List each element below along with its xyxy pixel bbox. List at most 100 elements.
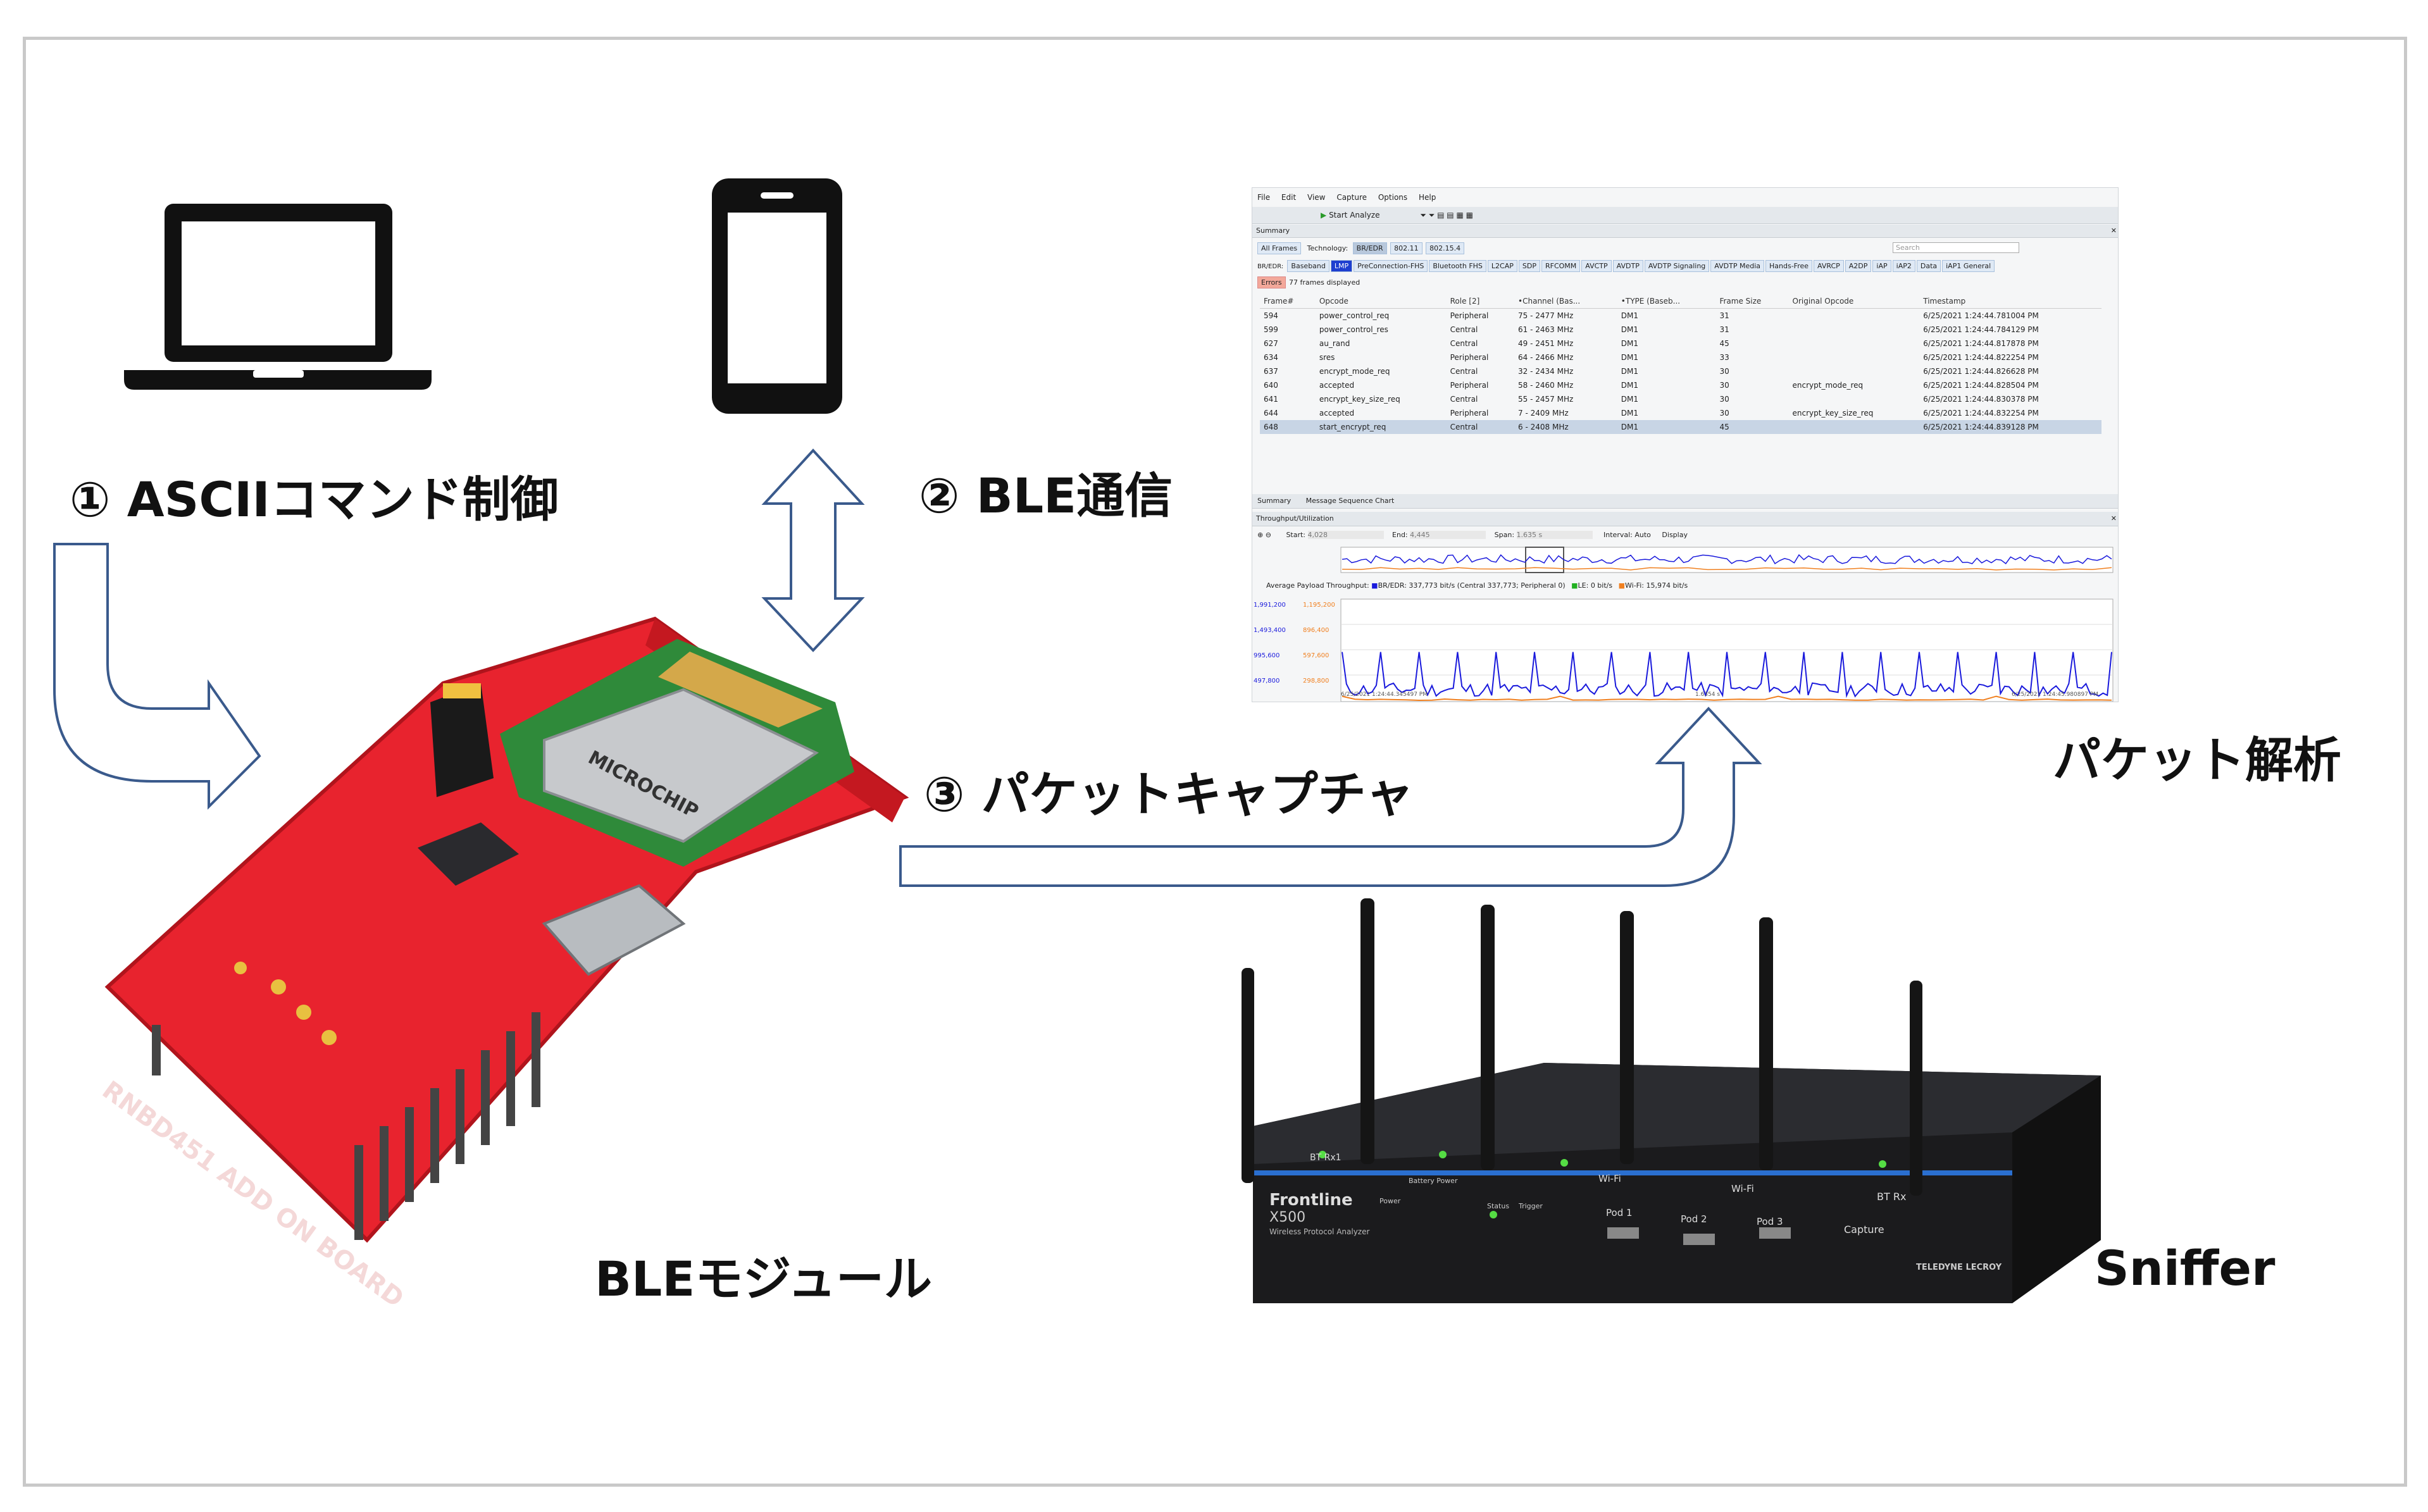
- table-cell: au_rand: [1319, 339, 1350, 348]
- protocol-tab-9[interactable]: AVDTP Signaling: [1644, 260, 1710, 272]
- col-channel[interactable]: •Channel (Bas...: [1514, 294, 1617, 309]
- tab-message-sequence[interactable]: Message Sequence Chart: [1305, 497, 1395, 505]
- col-opcode[interactable]: Opcode: [1315, 294, 1447, 309]
- tech-80211-tab[interactable]: 802.11: [1390, 242, 1423, 254]
- col-role[interactable]: Role [2]: [1446, 294, 1515, 309]
- table-cell: accepted: [1319, 409, 1355, 418]
- table-cell: 45: [1715, 420, 1789, 434]
- table-cell: Peripheral: [1450, 311, 1489, 320]
- protocol-tab-0[interactable]: Baseband: [1287, 260, 1329, 272]
- table-cell: 6/25/2021 1:24:44.830378 PM: [1923, 395, 2039, 404]
- interval-label: Interval:: [1603, 531, 1633, 539]
- table-cell: 30: [1719, 367, 1729, 376]
- table-cell: 648: [1260, 420, 1316, 434]
- menu-edit[interactable]: Edit: [1281, 193, 1297, 202]
- protocol-tab-14[interactable]: iAP: [1872, 260, 1891, 272]
- frames-table: Frame# Opcode Role [2] •Channel (Bas... …: [1260, 294, 2101, 434]
- y-tick: 995,600: [1254, 652, 1280, 659]
- close-icon[interactable]: ✕: [2110, 514, 2117, 523]
- menu-file[interactable]: File: [1257, 193, 1271, 202]
- table-cell: encrypt_key_size_req: [1319, 395, 1400, 404]
- start-analyze-button[interactable]: Start Analyze: [1329, 211, 1380, 220]
- tab-summary[interactable]: Summary: [1257, 497, 1292, 505]
- table-cell: 7 - 2409 MHz: [1518, 409, 1569, 418]
- throughput-chart: [1340, 547, 2114, 702]
- packet-capture-label: ③ パケットキャプチャ: [924, 766, 1414, 822]
- search-input[interactable]: Search: [1893, 242, 2019, 253]
- y-tick: 0: [1254, 694, 1286, 702]
- sniffer-subtitle-text: Wireless Protocol Analyzer: [1269, 1227, 1370, 1236]
- protocol-tab-3[interactable]: Bluetooth FHS: [1429, 260, 1486, 272]
- col-frame[interactable]: Frame#: [1260, 294, 1316, 309]
- protocol-tab-13[interactable]: A2DP: [1845, 260, 1872, 272]
- protocol-tab-4[interactable]: L2CAP: [1487, 260, 1517, 272]
- interval-select[interactable]: Auto: [1634, 531, 1651, 539]
- span-label: Span:: [1494, 531, 1515, 539]
- col-frame-size[interactable]: Frame Size: [1715, 294, 1789, 309]
- protocol-tab-7[interactable]: AVCTP: [1581, 260, 1612, 272]
- menu-help[interactable]: Help: [1419, 193, 1436, 202]
- table-cell: start_encrypt_req: [1315, 420, 1447, 434]
- protocol-tab-15[interactable]: iAP2: [1892, 260, 1915, 272]
- tech-bredr-tab[interactable]: BR/EDR: [1352, 242, 1387, 254]
- tech-802154-tab[interactable]: 802.15.4: [1426, 242, 1465, 254]
- play-icon: ▶: [1321, 211, 1327, 220]
- table-cell: 6/25/2021 1:24:44.839128 PM: [1919, 420, 2101, 434]
- menu-capture[interactable]: Capture: [1336, 193, 1367, 202]
- table-cell: 641: [1264, 395, 1278, 404]
- protocol-tab-17[interactable]: iAP1 General: [1942, 260, 1995, 272]
- protocol-tab-6[interactable]: RFCOMM: [1541, 260, 1581, 272]
- y-tick: 1,991,200: [1254, 602, 1286, 609]
- col-original-opcode[interactable]: Original Opcode: [1788, 294, 1920, 309]
- table-cell: 55 - 2457 MHz: [1518, 395, 1574, 404]
- menu-options[interactable]: Options: [1378, 193, 1408, 202]
- summary-title: Summary: [1256, 226, 1290, 235]
- legend-bredr: BR/EDR: 337,773 bit/s (Central 337,773; …: [1378, 581, 1566, 590]
- protocol-tab-10[interactable]: AVDTP Media: [1710, 260, 1764, 272]
- display-select[interactable]: Display: [1662, 531, 1688, 539]
- protocol-tab-2[interactable]: PreConnection-FHS: [1354, 260, 1428, 272]
- protocol-tab-5[interactable]: SDP: [1518, 260, 1540, 272]
- span-value[interactable]: 1.635 s: [1516, 531, 1593, 539]
- table-cell: 634: [1264, 353, 1278, 362]
- end-value[interactable]: 4,445: [1410, 531, 1486, 539]
- protocol-tab-8[interactable]: AVDTP: [1612, 260, 1643, 272]
- errors-button[interactable]: Errors: [1257, 276, 1286, 288]
- throughput-header: Throughput/Utilization ✕: [1252, 512, 2118, 526]
- bottom-tabs: Summary Message Sequence Chart: [1252, 494, 2118, 509]
- protocol-tab-16[interactable]: Data: [1916, 260, 1941, 272]
- sniffer-port-wifi-2: Wi-Fi: [1731, 1183, 1754, 1194]
- col-type[interactable]: •TYPE (Baseb...: [1617, 294, 1716, 309]
- table-cell: 58 - 2460 MHz: [1518, 381, 1574, 390]
- table-cell: Central: [1446, 420, 1515, 434]
- sniffer-device: [1242, 898, 2101, 1303]
- col-timestamp[interactable]: Timestamp: [1919, 294, 2101, 309]
- close-icon[interactable]: ✕: [2110, 226, 2117, 235]
- zoom-in-icon[interactable]: ⊕: [1257, 531, 1264, 539]
- menu-view[interactable]: View: [1307, 193, 1326, 202]
- all-frames-button[interactable]: All Frames: [1257, 242, 1302, 254]
- start-value[interactable]: 4,028: [1307, 531, 1384, 539]
- table-cell: power_control_req: [1319, 311, 1390, 320]
- protocol-tab-11[interactable]: Hands-Free: [1765, 260, 1813, 272]
- table-cell: accepted: [1319, 381, 1355, 390]
- table-cell: 49 - 2451 MHz: [1518, 339, 1574, 348]
- table-cell: encrypt_key_size_req: [1792, 409, 1874, 418]
- protocol-tab-12[interactable]: AVRCP: [1814, 260, 1844, 272]
- table-cell: 61 - 2463 MHz: [1518, 325, 1574, 334]
- protocol-tab-1[interactable]: LMP: [1330, 260, 1353, 272]
- table-cell: Peripheral: [1450, 353, 1489, 362]
- filter-icon[interactable]: ⏷ ⏷ ▤ ▤ ▦ ▦: [1420, 211, 1473, 220]
- zoom-out-icon[interactable]: ⊖: [1265, 531, 1271, 539]
- sniffer-port-trigger: Trigger: [1519, 1202, 1543, 1210]
